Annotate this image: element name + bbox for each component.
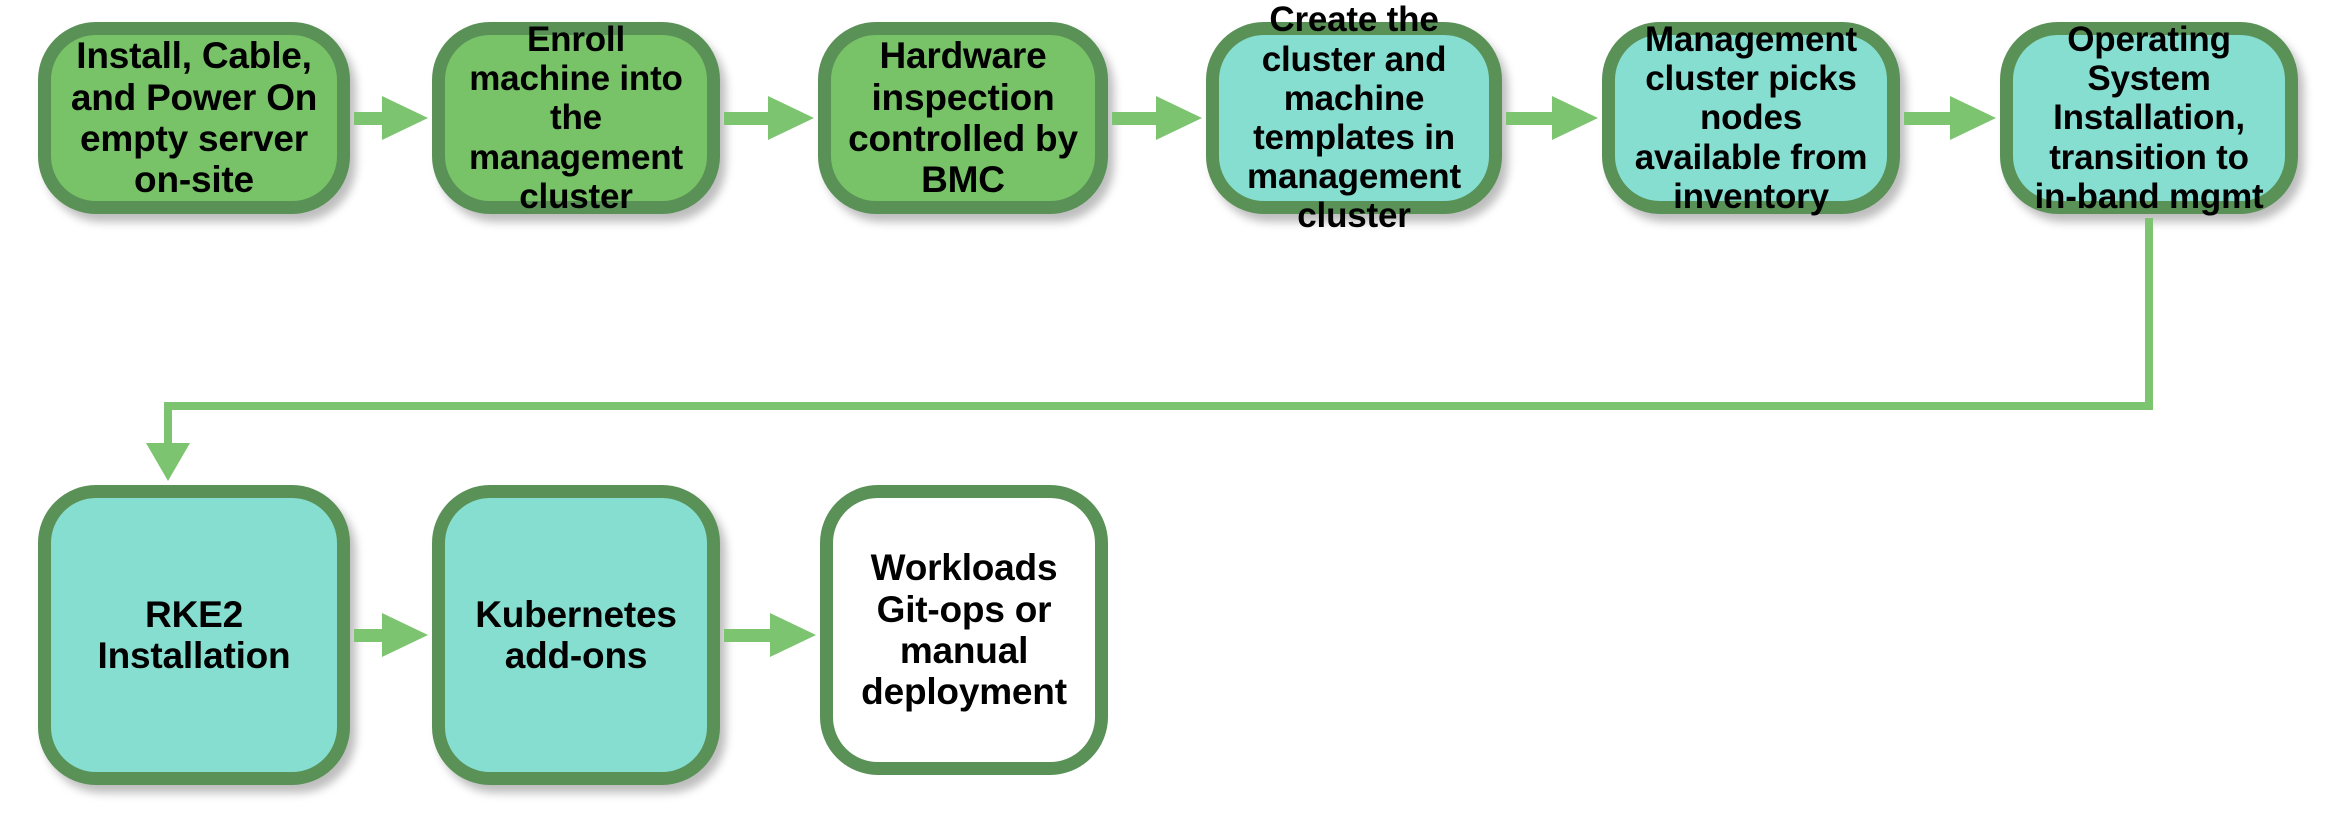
node-create-cluster-templates[interactable]: Create the cluster and machine templates… bbox=[1206, 0, 1502, 235]
node-rke2-installation[interactable]: RKE2 Installation bbox=[38, 485, 350, 785]
node-label: Kubernetes add-ons bbox=[475, 593, 677, 676]
node-label: Create the cluster and machine templates… bbox=[1247, 0, 1461, 236]
connector-rke2-to-addons-shaft bbox=[354, 628, 382, 642]
connector-os-to-rke2-seg-down-left bbox=[164, 402, 172, 449]
node-enroll-machine[interactable]: Enroll machine into the management clust… bbox=[432, 20, 720, 216]
node-kubernetes-add-ons[interactable]: Kubernetes add-ons bbox=[432, 485, 720, 785]
node-label: RKE2 Installation bbox=[97, 593, 291, 676]
connector-os-to-rke2-seg-down-right bbox=[2145, 218, 2153, 410]
connector-os-to-rke2-seg-horizontal bbox=[164, 402, 2149, 410]
connector-install-to-enroll-shaft bbox=[354, 111, 382, 125]
connector-picks-to-os-shaft bbox=[1904, 111, 1950, 125]
connector-addons-to-workloads-shaft bbox=[724, 628, 770, 642]
connector-inspection-to-create-shaft bbox=[1112, 111, 1156, 125]
node-label: Operating System Installation, transitio… bbox=[2034, 20, 2264, 216]
node-workloads-deployment[interactable]: Workloads Git-ops or manual deployment bbox=[820, 485, 1108, 775]
connector-create-to-picks-arrowhead bbox=[1552, 96, 1598, 140]
connector-install-to-enroll-arrowhead bbox=[382, 96, 428, 140]
node-os-installation[interactable]: Operating System Installation, transitio… bbox=[2000, 20, 2298, 216]
node-label: Management cluster picks nodes available… bbox=[1634, 20, 1868, 216]
connector-create-to-picks-shaft bbox=[1506, 111, 1552, 125]
connector-enroll-to-inspection-arrowhead bbox=[768, 96, 814, 140]
node-label: Workloads Git-ops or manual deployment bbox=[861, 547, 1067, 713]
node-management-picks-nodes[interactable]: Management cluster picks nodes available… bbox=[1602, 20, 1900, 216]
connector-os-to-rke2-arrowhead bbox=[146, 443, 190, 481]
node-install-cable-power-on[interactable]: Install, Cable, and Power On empty serve… bbox=[38, 22, 350, 214]
node-hardware-inspection[interactable]: Hardware inspection controlled by BMC bbox=[818, 22, 1108, 214]
node-label: Hardware inspection controlled by BMC bbox=[848, 35, 1078, 201]
connector-picks-to-os-arrowhead bbox=[1950, 96, 1996, 140]
connector-rke2-to-addons-arrowhead bbox=[382, 613, 428, 657]
connector-enroll-to-inspection-shaft bbox=[724, 111, 768, 125]
node-label: Enroll machine into the management clust… bbox=[469, 20, 683, 216]
connector-addons-to-workloads-arrowhead bbox=[770, 613, 816, 657]
node-label: Install, Cable, and Power On empty serve… bbox=[70, 35, 318, 201]
connector-inspection-to-create-arrowhead bbox=[1156, 96, 1202, 140]
